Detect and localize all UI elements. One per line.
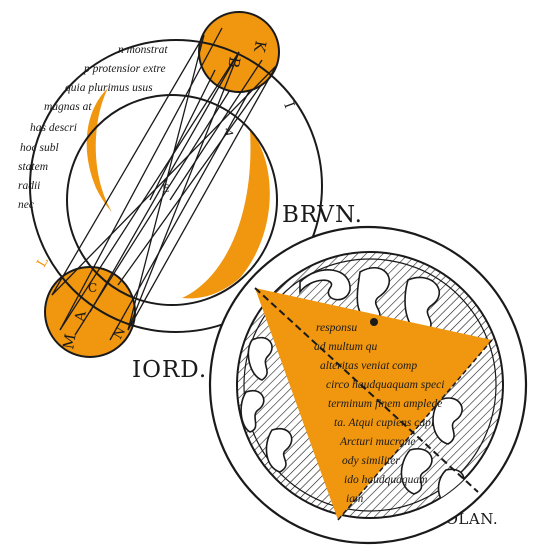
pin-dot [370,318,378,326]
upper-figure: K B I A E C A M N L n monstrat p protens… [18,11,323,358]
lower-text-line-4: circo haudquaquam speci [326,379,444,391]
lower-text-line-3: alteritas veniat comp [320,360,417,372]
upper-text-line-6: hoc subl [20,142,59,154]
letter-e: E [162,184,169,195]
upper-text-line-9: nec [18,199,34,211]
lower-inner-rim [243,258,497,512]
caption-brvn: BRVN. [282,202,363,228]
caption-iord: IORD. [132,357,207,383]
upper-text-line-8: radii [18,180,40,192]
lower-text-line-8: ody similiter [342,455,400,467]
letter-c: C [88,281,97,295]
lower-text-line-2: ad multum qu [314,341,378,353]
upper-text-line-3: quia plurimus usus [65,82,153,94]
lower-figure: responsu ad multum qu alteritas veniat c… [208,225,528,545]
upper-text-line-1: n monstrat [118,44,168,56]
tangent-lines [51,27,277,341]
letter-m: M [59,332,79,350]
upper-text-line-5: has descri [30,122,77,134]
lower-text-line-5: terminum finem amplede [328,398,442,410]
lower-text-line-1: responsu [316,322,357,334]
lower-text-line-9: ido haudquaquam [344,474,427,486]
lower-text-block: responsu ad multum qu alteritas veniat c… [314,322,444,505]
lower-dashed-diameter [254,287,479,493]
upper-text-line-7: statem [18,161,48,173]
lower-orange-triangle [255,288,492,520]
upper-outer-circle [29,39,323,333]
letter-a-bottom: A [72,309,90,324]
lower-text-line-6: ta. Atqui cupiens capi [334,417,434,429]
letter-i: I [280,100,297,111]
letter-k: K [250,39,270,54]
upper-text-block: n monstrat p protensior extre quia pluri… [18,44,168,211]
letter-a-inner: A [221,126,236,138]
upper-orange-left-lobe [86,88,112,212]
upper-text-line-2: p protensior extre [83,63,166,75]
upper-orange-right-crescent [182,130,270,299]
lower-text-line-7: Arcturi mucrone [339,436,415,448]
lower-text-line-10: iam [346,493,363,505]
upper-text-line-4: magnas at [44,101,92,113]
letter-b: B [224,55,244,69]
upper-inner-circle [66,94,278,306]
squiggle-decorations [240,266,465,505]
